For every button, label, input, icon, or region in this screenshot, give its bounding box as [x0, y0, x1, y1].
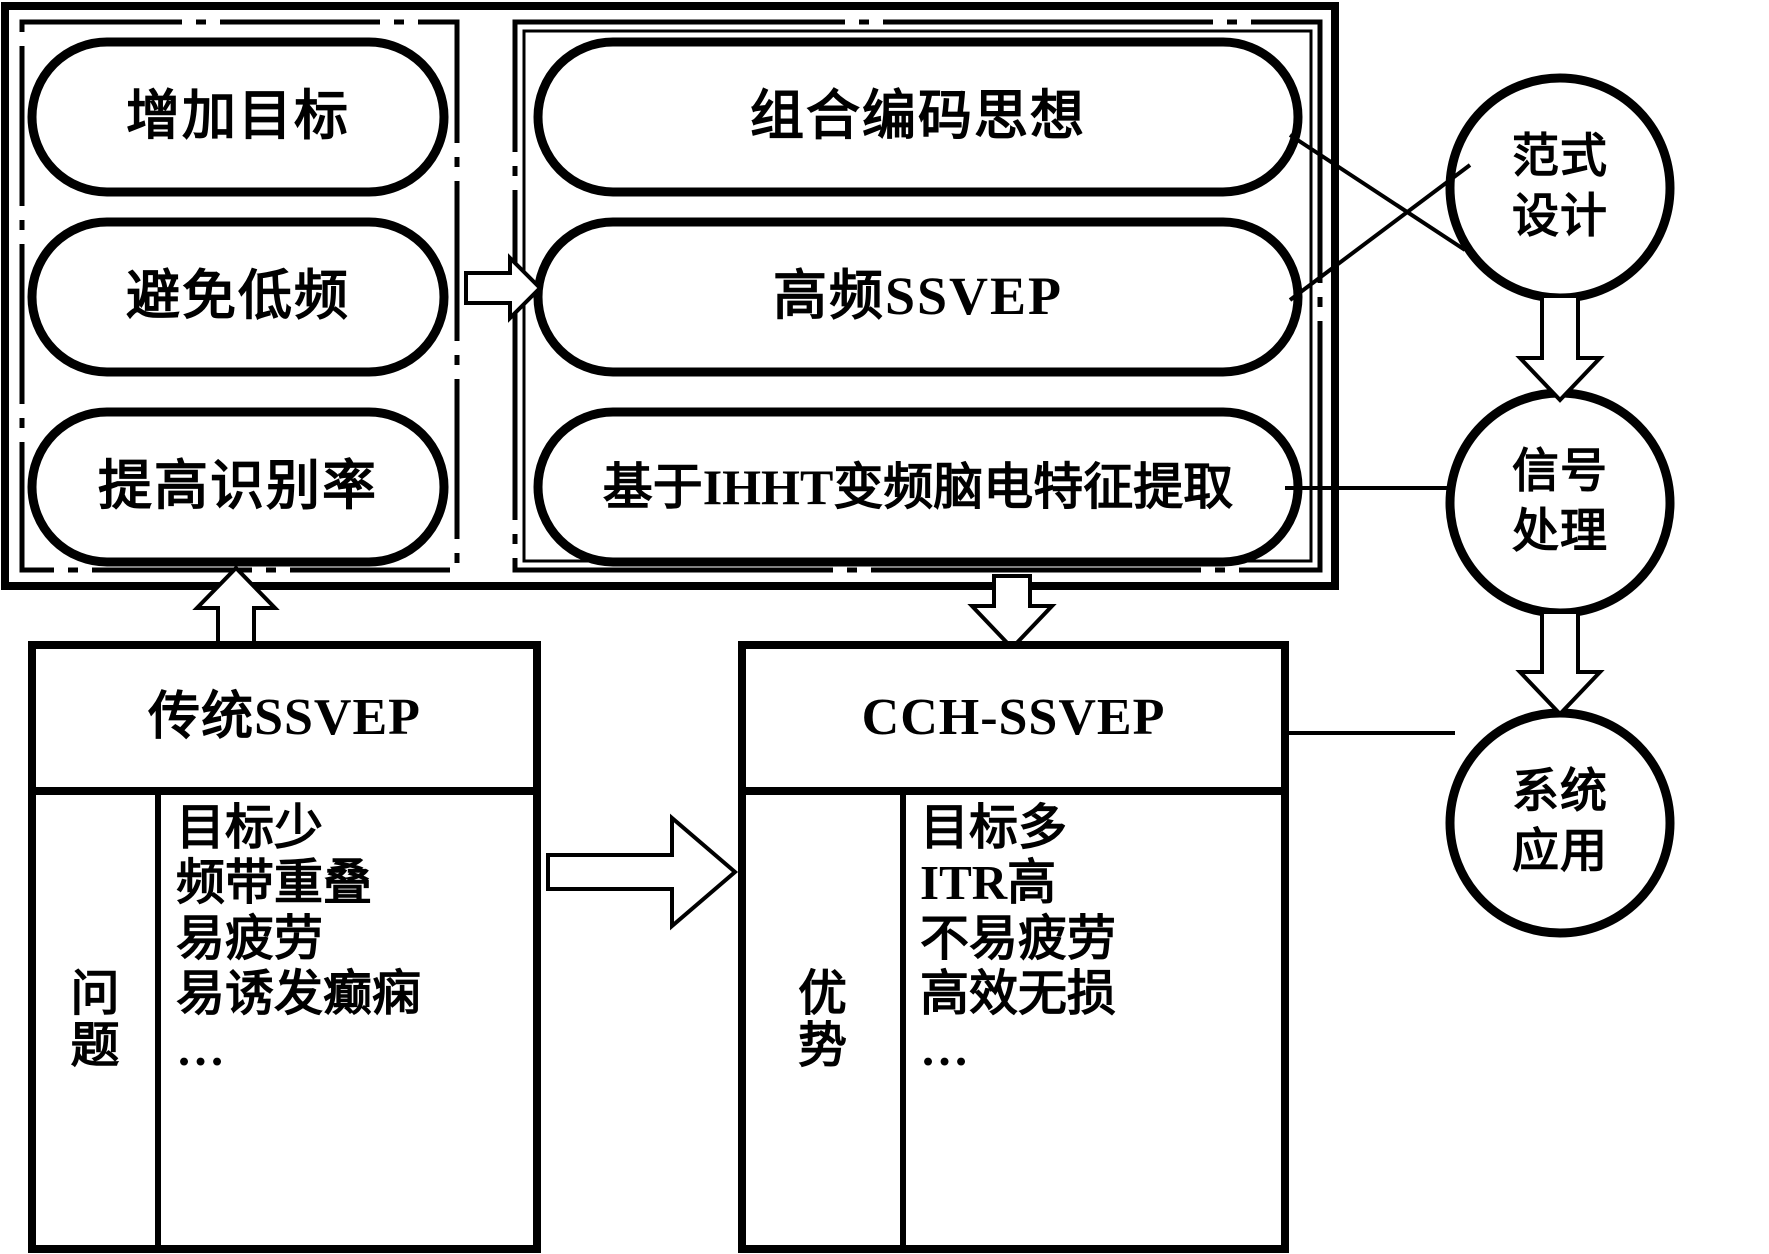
list-item: 易诱发癫痫	[176, 966, 422, 1022]
pill-high-frequency-ssvep-label: 高频SSVEP	[772, 266, 1064, 327]
pill-ihht-feature-extraction-label: 基于IHHT变频脑电特征提取	[602, 458, 1234, 515]
pill-combination-coding[interactable]	[533, 37, 1303, 197]
circle-signal-processing-line1: 信号	[1512, 446, 1608, 499]
methods-down-to-cch-arrow	[967, 574, 1057, 651]
list-item: …	[176, 1021, 225, 1077]
circle-signal-processing-line2: 处理	[1512, 506, 1608, 559]
list-item: 易疲劳	[176, 910, 324, 966]
cch-ssvep-box[interactable]	[738, 641, 1289, 1253]
circle-system-application-line1: 系统	[1512, 766, 1608, 819]
traditional-ssvep-category-label: 问 题	[70, 966, 120, 1073]
cch-ssvep-title: CCH-SSVEP	[861, 689, 1166, 747]
methods-to-paradigm-line	[1288, 133, 1467, 252]
traditional-up-arrow	[192, 565, 280, 648]
circle-paradigm-design-line2: 设计	[1512, 191, 1608, 244]
goals-to-methods-arrow	[464, 253, 543, 323]
pill-combination-coding-label: 组合编码思想	[750, 86, 1086, 147]
cch-ssvep-category-label: 优 势	[797, 966, 847, 1073]
pill-increase-targets[interactable]	[27, 37, 449, 197]
pill-improve-recognition-rate-label: 提高识别率	[98, 456, 378, 517]
list-item: ITR高	[920, 855, 1057, 911]
signal-to-system-arrow	[1515, 610, 1605, 717]
pill-improve-recognition-rate[interactable]	[27, 407, 449, 567]
pill-avoid-low-frequency-label: 避免低频	[126, 266, 350, 327]
traditional-ssvep-title: 传统SSVEP	[148, 689, 421, 747]
top-panel-outer-frame	[1, 2, 1339, 590]
traditional-ssvep-box[interactable]	[28, 641, 541, 1253]
list-item: 频带重叠	[176, 855, 373, 911]
pill-avoid-low-frequency[interactable]	[27, 217, 449, 377]
list-item: 目标多	[920, 800, 1068, 855]
list-item: 高效无损	[920, 966, 1117, 1022]
list-item: 不易疲劳	[920, 910, 1117, 966]
pill-high-frequency-ssvep[interactable]	[533, 217, 1303, 377]
circle-paradigm-design-line1: 范式	[1512, 131, 1608, 184]
list-item: 目标少	[176, 800, 324, 855]
pill-increase-targets-label: 增加目标	[126, 86, 350, 147]
traditional-to-cch-arrow	[546, 813, 739, 931]
cch-ssvep-advantage-list: 目标多 ITR高 不易疲劳 高效无损 …	[920, 800, 1290, 1240]
list-item: …	[920, 1021, 969, 1077]
paradigm-to-signal-arrow	[1515, 294, 1605, 403]
traditional-ssvep-problem-list: 目标少 频带重叠 易疲劳 易诱发癫痫 …	[176, 800, 536, 1240]
circle-system-application-line2: 应用	[1512, 826, 1608, 879]
highfreq-to-paradigm-line	[1288, 163, 1472, 302]
